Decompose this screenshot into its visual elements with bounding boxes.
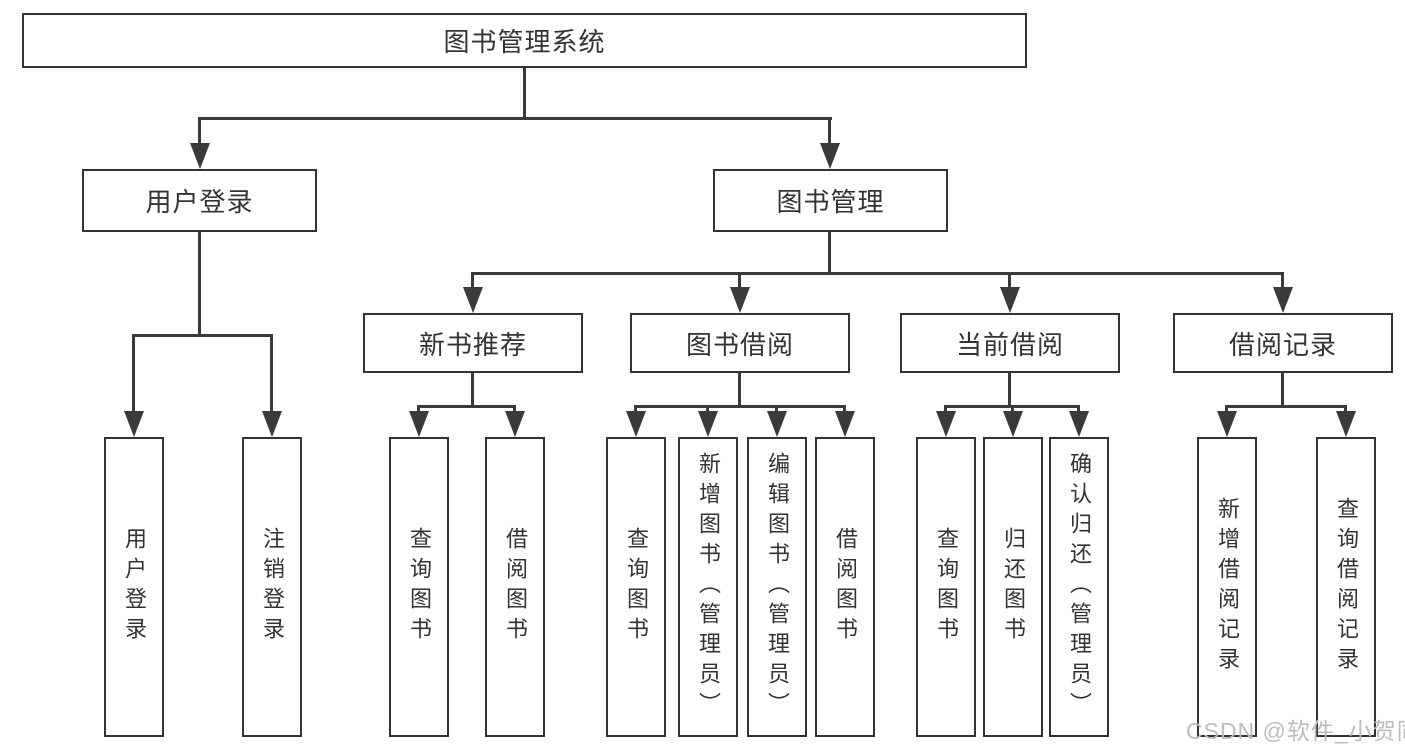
connector-stem <box>1281 272 1284 290</box>
node-label: 查询图书 <box>407 527 432 647</box>
node-label: 新增图书（管理员） <box>696 452 721 722</box>
arrow-down-icon <box>124 411 144 437</box>
connector-stem <box>198 117 201 145</box>
node-borrow-records: 借阅记录 <box>1173 313 1393 373</box>
node-label: 用户登录 <box>122 527 147 647</box>
connector-stem <box>944 405 947 414</box>
node-label: 借阅图书 <box>503 527 528 647</box>
connector-stem <box>775 405 778 414</box>
node-edit-books-admin: 编辑图书（管理员） <box>747 437 807 737</box>
connector-stem <box>634 405 637 414</box>
connector-stem <box>1281 371 1284 407</box>
arrow-down-icon <box>262 411 282 437</box>
node-query-books: 查询图书 <box>389 437 449 737</box>
node-label: 图书管理系统 <box>443 27 606 57</box>
arrow-down-icon <box>820 143 840 169</box>
connector-stem <box>1008 272 1011 290</box>
arrow-down-icon <box>1069 411 1089 437</box>
connector-stem <box>738 272 741 290</box>
node-user-login-leaf: 用户登录 <box>104 437 164 737</box>
connector-line <box>200 117 832 120</box>
node-book-borrow: 图书借阅 <box>630 313 850 373</box>
connector-stem <box>738 371 741 407</box>
node-query-borrow-record: 查询借阅记录 <box>1316 437 1376 737</box>
arrow-down-icon <box>767 411 787 437</box>
node-user-login: 用户登录 <box>82 169 317 232</box>
node-label: 确认归还（管理员） <box>1067 452 1092 722</box>
arrow-down-icon <box>1003 411 1023 437</box>
connector-line <box>418 405 516 408</box>
node-label: 图书管理 <box>776 187 885 217</box>
connector-stem <box>270 334 273 414</box>
arrow-down-icon <box>409 411 429 437</box>
connector-stem <box>471 272 474 290</box>
node-label: 借阅记录 <box>1228 329 1337 360</box>
node-borrow-books: 借阅图书 <box>815 437 875 737</box>
arrow-down-icon <box>505 411 525 437</box>
node-confirm-return-admin: 确认归还（管理员） <box>1049 437 1109 737</box>
arrow-down-icon <box>835 411 855 437</box>
node-library-management-system: 图书管理系统 <box>22 13 1027 68</box>
arrow-down-icon <box>463 287 483 313</box>
node-label: 归还图书 <box>1001 527 1026 647</box>
arrow-down-icon <box>730 287 750 313</box>
node-book-management: 图书管理 <box>713 169 948 232</box>
connector-stem <box>417 405 420 414</box>
arrow-down-icon <box>626 411 646 437</box>
arrow-down-icon <box>1000 287 1020 313</box>
connector-stem <box>706 405 709 414</box>
node-label: 查询图书 <box>624 527 649 647</box>
connector-stem <box>523 68 526 120</box>
node-borrow-books: 借阅图书 <box>485 437 545 737</box>
node-label: 当前借阅 <box>955 329 1064 360</box>
node-label: 编辑图书（管理员） <box>765 452 790 722</box>
connector-stem <box>132 334 135 414</box>
arrow-down-icon <box>936 411 956 437</box>
arrow-down-icon <box>1336 411 1356 437</box>
csdn-watermark: CSDN @软件_小贺同学 <box>1186 718 1405 744</box>
connector-stem <box>828 230 831 274</box>
node-label: 查询图书 <box>934 527 959 647</box>
arrow-down-icon <box>1217 411 1237 437</box>
connector-line <box>472 272 1284 275</box>
arrow-down-icon <box>190 143 210 169</box>
connector-stem <box>1344 405 1347 414</box>
node-query-books: 查询图书 <box>606 437 666 737</box>
arrow-down-icon <box>698 411 718 437</box>
connector-line <box>133 334 273 337</box>
node-add-borrow-record: 新增借阅记录 <box>1197 437 1257 737</box>
connector-line <box>635 405 846 408</box>
node-return-books: 归还图书 <box>983 437 1043 737</box>
node-label: 用户登录 <box>145 187 254 217</box>
node-new-book-recommend: 新书推荐 <box>363 313 583 373</box>
node-label: 图书借阅 <box>685 329 794 360</box>
node-label: 注销登录 <box>260 527 285 647</box>
connector-stem <box>1077 405 1080 414</box>
connector-stem <box>1008 371 1011 407</box>
connector-stem <box>198 230 201 337</box>
connector-stem <box>1011 405 1014 414</box>
node-query-books: 查询图书 <box>916 437 976 737</box>
connector-stem <box>843 405 846 414</box>
node-label: 新增借阅记录 <box>1215 497 1240 677</box>
node-add-books-admin: 新增图书（管理员） <box>678 437 738 737</box>
connector-line <box>1226 405 1347 408</box>
connector-stem <box>1225 405 1228 414</box>
node-current-borrow: 当前借阅 <box>900 313 1120 373</box>
connector-stem <box>471 371 474 407</box>
node-label: 查询借阅记录 <box>1334 497 1359 677</box>
connector-stem <box>828 117 831 145</box>
arrow-down-icon <box>1273 287 1293 313</box>
node-label: 新书推荐 <box>418 329 527 360</box>
node-label: 借阅图书 <box>833 527 858 647</box>
connector-stem <box>513 405 516 414</box>
node-logout: 注销登录 <box>242 437 302 737</box>
